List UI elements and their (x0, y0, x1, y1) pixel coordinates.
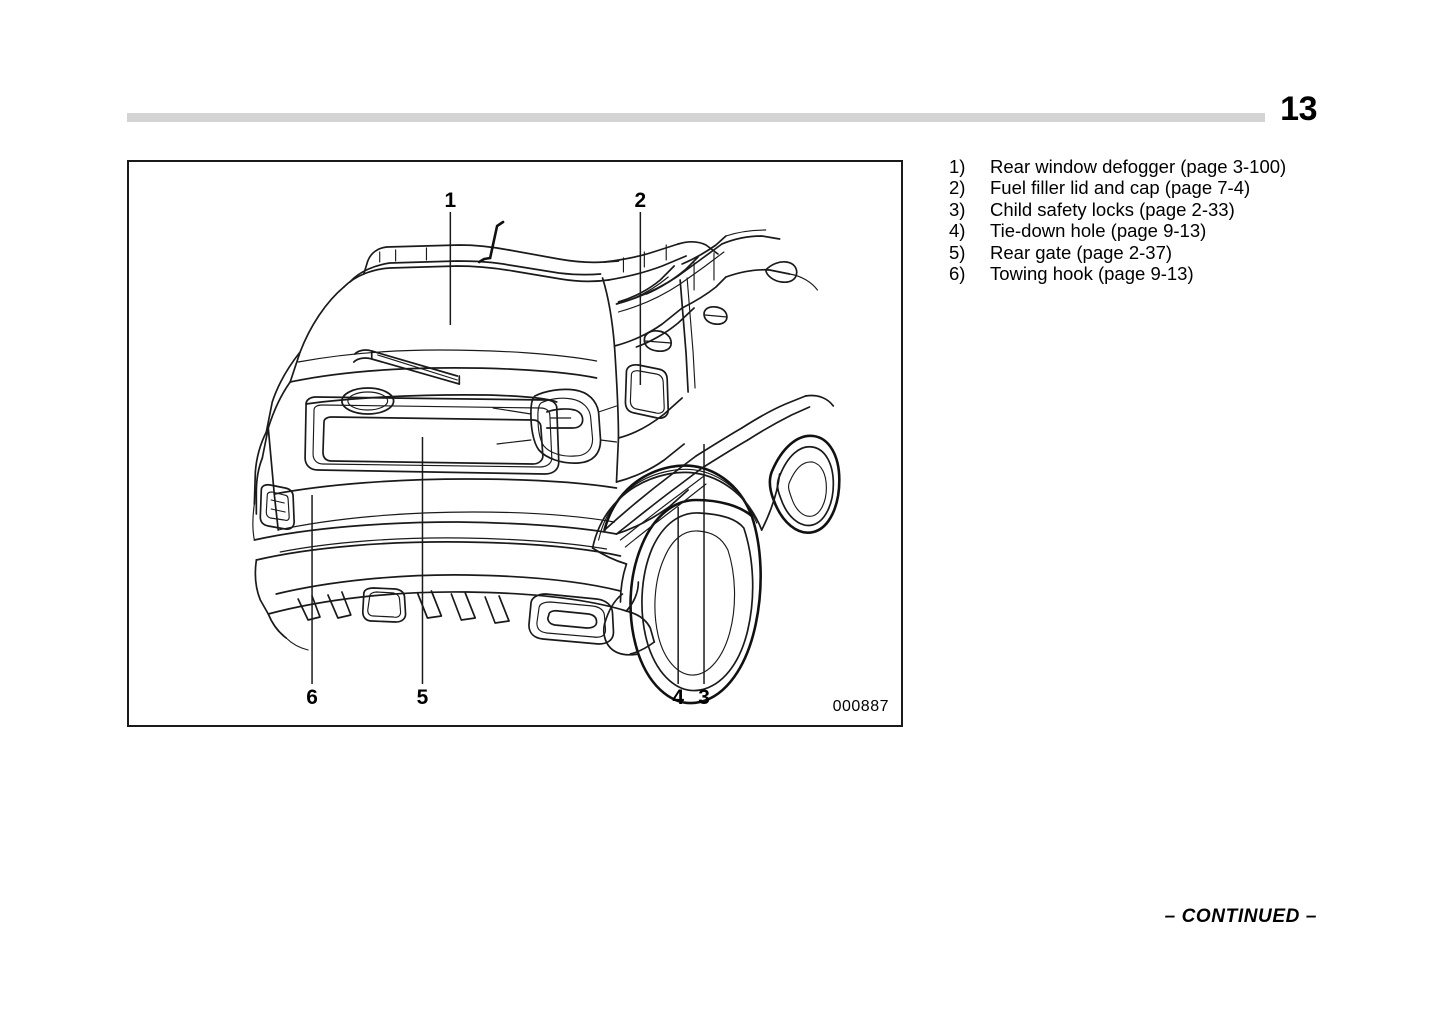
page-header: 13 (0, 0, 1445, 150)
legend-item-number: 2) (949, 177, 966, 199)
legend-item: 1) Rear window defogger (page 3-100) (949, 156, 1379, 177)
legend-item-number: 3) (949, 198, 966, 220)
callout-number-1: 1 (445, 189, 457, 212)
callout-number-2: 2 (635, 189, 647, 212)
legend-item: 5) Rear gate (page 2-37) (949, 242, 1379, 263)
legend-list: 1) Rear window defogger (page 3-100) 2) … (949, 156, 1379, 284)
legend-item-number: 4) (949, 220, 966, 242)
figure-panel: 1 2 6 5 4 3 000887 (127, 160, 903, 727)
callout-number-3: 3 (698, 686, 710, 709)
legend-item-number: 6) (949, 263, 966, 285)
legend-item-label: Fuel filler lid and cap (page 7-4) (990, 177, 1251, 199)
continued-note: – CONTINUED – (1164, 906, 1317, 927)
legend-item-label: Rear window defogger (page 3-100) (990, 156, 1287, 177)
header-rule (127, 113, 1265, 122)
vehicle-rear-view-illustration: 1 2 6 5 4 3 (252, 189, 841, 709)
legend-item-label: Towing hook (page 9-13) (990, 263, 1194, 285)
legend-item-label: Rear gate (page 2-37) (990, 241, 1173, 263)
callout-number-5: 5 (417, 686, 429, 709)
callout-numbers: 1 2 6 5 4 3 (306, 189, 710, 709)
legend-item-number: 5) (949, 241, 966, 263)
legend-item: 4) Tie-down hole (page 9-13) (949, 220, 1379, 241)
legend-item: 6) Towing hook (page 9-13) (949, 263, 1379, 284)
callout-number-4: 4 (672, 686, 684, 709)
legend-item: 2) Fuel filler lid and cap (page 7-4) (949, 177, 1379, 198)
figure-id-label: 000887 (832, 698, 889, 715)
legend-item: 3) Child safety locks (page 2-33) (949, 199, 1379, 220)
legend-item-label: Child safety locks (page 2-33) (990, 198, 1235, 220)
callout-number-6: 6 (306, 686, 318, 709)
legend-item-number: 1) (949, 156, 966, 177)
page-number: 13 (1280, 90, 1317, 128)
vehicle-body-outline (252, 220, 841, 705)
legend-item-label: Tie-down hole (page 9-13) (990, 220, 1207, 242)
leader-lines (311, 212, 705, 684)
